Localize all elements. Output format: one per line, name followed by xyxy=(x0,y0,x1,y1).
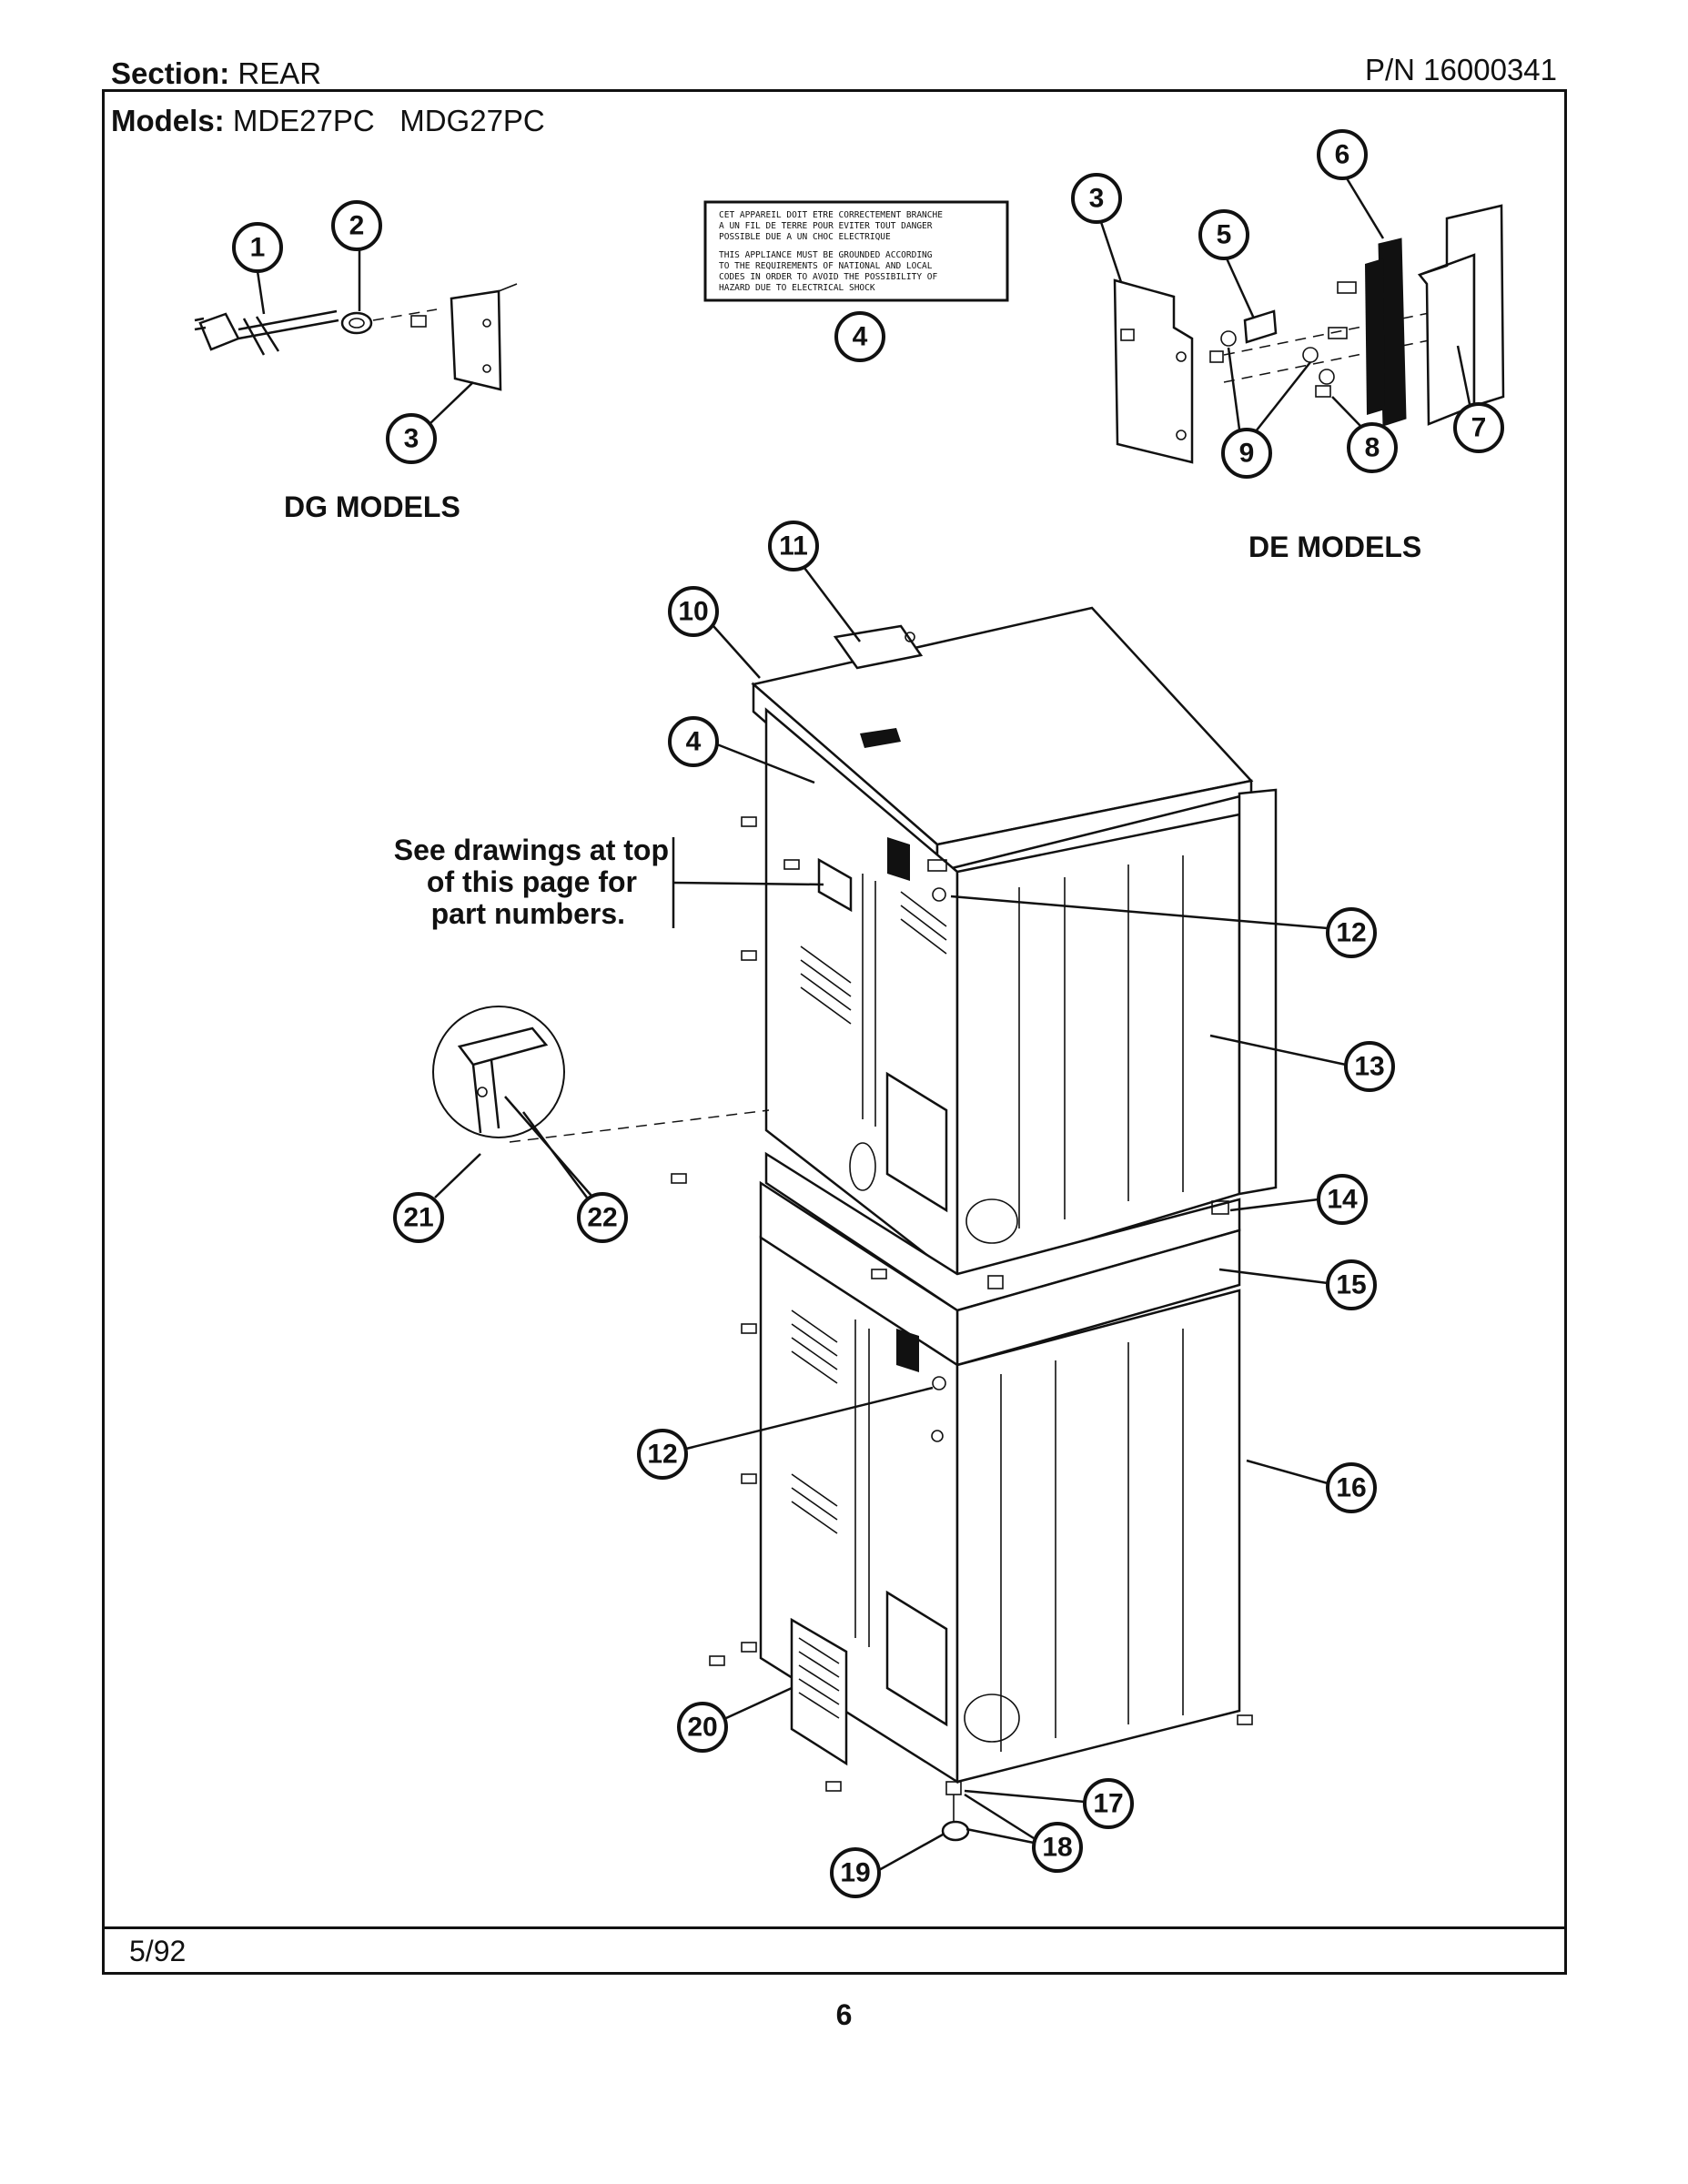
callout-11: 11 xyxy=(768,521,819,571)
svg-text:9: 9 xyxy=(1239,439,1255,469)
svg-text:2: 2 xyxy=(349,211,365,241)
callout-4-label: 4 xyxy=(834,311,885,362)
diagram-frame xyxy=(102,89,1567,1975)
svg-text:TO THE REQUIREMENTS OF NATIONA: TO THE REQUIREMENTS OF NATIONAL AND LOCA… xyxy=(719,261,933,271)
svg-text:13: 13 xyxy=(1354,1052,1384,1082)
svg-text:1: 1 xyxy=(250,233,266,263)
svg-text:6: 6 xyxy=(1335,140,1350,170)
terminal-block-illustration xyxy=(1113,204,1505,464)
section-value: REAR xyxy=(238,56,322,90)
callout-18: 18 xyxy=(1032,1822,1083,1873)
svg-text:10: 10 xyxy=(678,597,708,627)
svg-text:THIS APPLIANCE MUST BE GROUNDE: THIS APPLIANCE MUST BE GROUNDED ACCORDIN… xyxy=(719,250,933,260)
callout-7: 7 xyxy=(1453,402,1504,453)
de-models-label: DE MODELS xyxy=(1248,531,1421,563)
section-label: Section: xyxy=(111,56,230,90)
power-cord-illustration xyxy=(194,283,518,391)
callout-20: 20 xyxy=(677,1702,728,1753)
models-value: MDE27PC MDG27PC xyxy=(232,104,545,137)
svg-text:16: 16 xyxy=(1336,1473,1366,1503)
revision-date: 5/92 xyxy=(129,1935,187,1967)
dryer-cabinet-illustration xyxy=(671,606,1278,1842)
svg-text:22: 22 xyxy=(587,1203,617,1233)
svg-text:18: 18 xyxy=(1042,1833,1072,1863)
models-label: Models: xyxy=(111,104,225,137)
callout-19: 19 xyxy=(830,1847,881,1898)
dg-models-label: DG MODELS xyxy=(284,490,460,523)
svg-text:11: 11 xyxy=(779,531,808,561)
callout-6: 6 xyxy=(1317,129,1368,180)
callout-5: 5 xyxy=(1198,209,1249,260)
callout-13: 13 xyxy=(1344,1041,1395,1092)
page-number: 6 xyxy=(835,1998,853,2031)
svg-text:part numbers.: part numbers. xyxy=(431,897,625,930)
svg-text:of this page for: of this page for xyxy=(427,865,637,898)
callout-3-de: 3 xyxy=(1071,173,1122,224)
svg-text:CODES IN ORDER TO AVOID THE PO: CODES IN ORDER TO AVOID THE POSSIBILITY … xyxy=(719,272,937,282)
callout-17: 17 xyxy=(1083,1778,1134,1829)
warning-label-illustration: CET APPAREIL DOIT ETRE CORRECTEMENT BRAN… xyxy=(703,200,1009,302)
models-header: Models: MDE27PC MDG27PC xyxy=(111,104,545,138)
svg-text:12: 12 xyxy=(647,1440,677,1470)
svg-text:19: 19 xyxy=(840,1858,870,1888)
callout-14: 14 xyxy=(1317,1174,1368,1225)
svg-text:17: 17 xyxy=(1093,1789,1123,1819)
callout-3-dg: 3 xyxy=(386,413,437,464)
svg-text:A UN FIL DE TERRE POUR EVITER: A UN FIL DE TERRE POUR EVITER TOUT DANGE… xyxy=(719,221,933,231)
svg-text:3: 3 xyxy=(404,424,419,454)
callout-21: 21 xyxy=(393,1192,444,1243)
svg-text:14: 14 xyxy=(1327,1185,1358,1215)
svg-text:12: 12 xyxy=(1336,918,1366,948)
part-number: P/N 16000341 xyxy=(1365,53,1558,86)
svg-text:4: 4 xyxy=(853,322,868,352)
callout-12-lower: 12 xyxy=(637,1429,688,1480)
callout-8: 8 xyxy=(1347,422,1398,473)
callout-16: 16 xyxy=(1326,1462,1377,1513)
svg-text:4: 4 xyxy=(686,727,702,757)
svg-text:3: 3 xyxy=(1089,184,1105,214)
svg-text:HAZARD DUE TO ELECTRICAL SHOCK: HAZARD DUE TO ELECTRICAL SHOCK xyxy=(719,283,875,293)
svg-text:See drawings at top: See drawings at top xyxy=(394,834,669,866)
svg-text:POSSIBLE DUE A UN CHOC EL: POSSIBLE DUE A UN CHOC ELECTRIQUE xyxy=(719,232,891,242)
svg-text:15: 15 xyxy=(1336,1270,1366,1300)
section-header: Section: REAR xyxy=(111,56,321,91)
callout-2: 2 xyxy=(331,200,382,251)
callout-9: 9 xyxy=(1221,428,1272,479)
footer-rule xyxy=(102,1926,1567,1929)
detail-inset xyxy=(432,1006,770,1143)
svg-text:5: 5 xyxy=(1217,220,1232,250)
see-drawings-note: See drawings at top of this page for par… xyxy=(394,834,824,930)
svg-text:7: 7 xyxy=(1471,413,1487,443)
callout-10: 10 xyxy=(668,586,719,637)
callout-22: 22 xyxy=(577,1192,628,1243)
callout-1: 1 xyxy=(232,222,283,273)
screw-icons xyxy=(671,816,1253,1792)
callout-4-cabinet: 4 xyxy=(668,716,719,767)
svg-text:20: 20 xyxy=(687,1713,717,1743)
callout-15: 15 xyxy=(1326,1259,1377,1310)
svg-text:8: 8 xyxy=(1365,433,1380,463)
svg-text:21: 21 xyxy=(403,1203,433,1233)
svg-text:CET APPAREIL DOIT ETRE CORRECT: CET APPAREIL DOIT ETRE CORRECTEMENT BRAN… xyxy=(719,210,943,220)
callout-12-upper: 12 xyxy=(1326,907,1377,958)
